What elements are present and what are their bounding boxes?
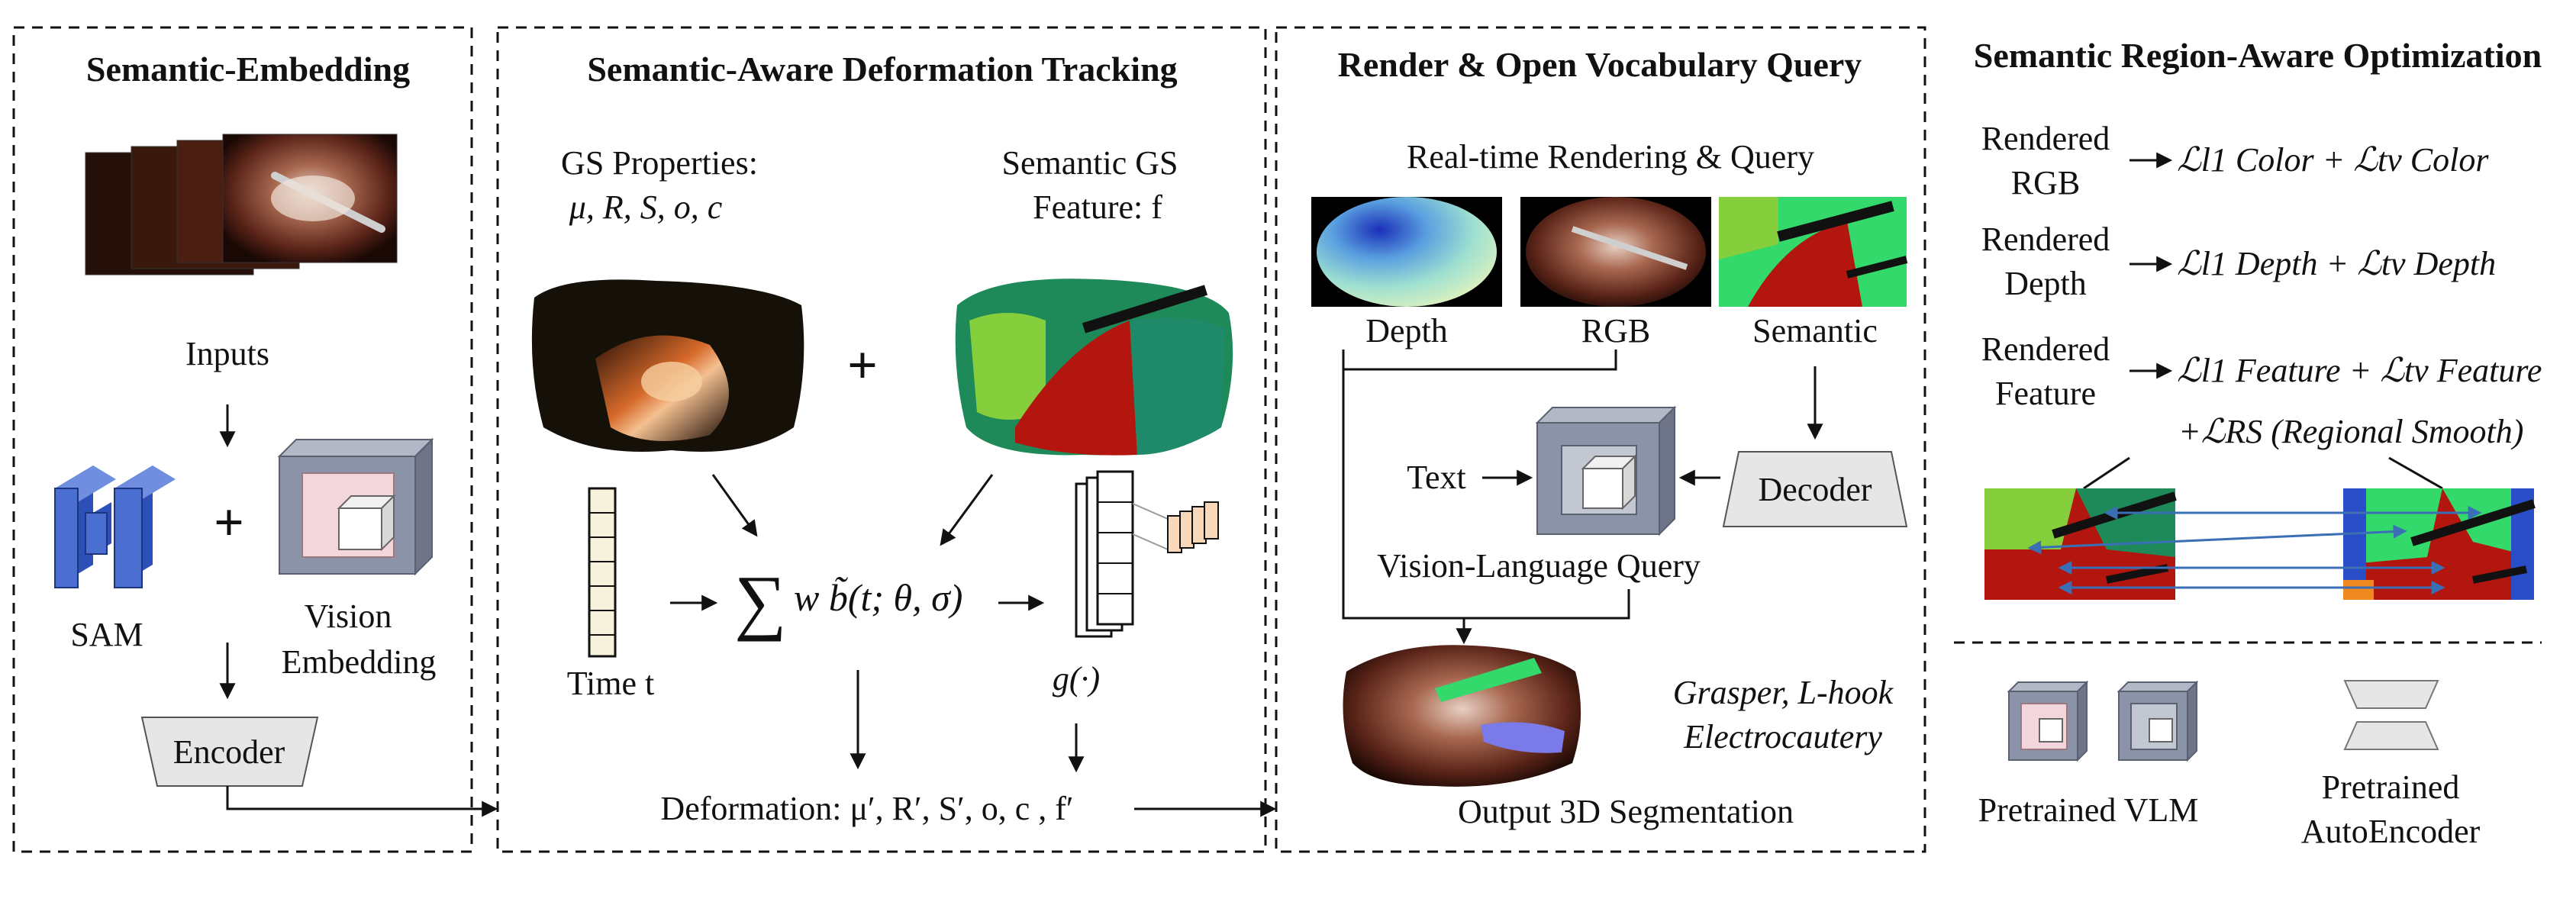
feature-loss: ℒl1 Feature + ℒtv Feature	[2177, 352, 2542, 389]
feature-map-right	[2343, 488, 2536, 600]
rgb-label: RGB	[1581, 312, 1650, 350]
render-subtitle: Real-time Rendering & Query	[1407, 138, 1814, 176]
render-to-output-arrow	[1342, 369, 1472, 645]
legend-vlm-label: Pretrained VLM	[1978, 791, 2199, 829]
encoder-shape	[140, 717, 319, 787]
rendered-feature-line1: Rendered	[1981, 330, 2110, 368]
region-correspondence-arrows	[2027, 506, 2482, 594]
semantic-image	[1719, 197, 1908, 307]
decoder-label: Decoder	[1758, 471, 1872, 508]
decoder-shape	[1722, 451, 1908, 527]
rendered-rgb-line1: Rendered	[1981, 120, 2110, 157]
legend-ae-line1: Pretrained	[2322, 768, 2460, 806]
g-network-icon	[1075, 470, 1219, 638]
tracking-plus-sign: +	[847, 337, 878, 395]
vlq-label: Vision-Language Query	[1377, 547, 1701, 585]
sem-gs-line2: Feature: f	[1033, 188, 1162, 226]
tracking-title: Semantic-Aware Deformation Tracking	[587, 50, 1177, 89]
callout-line-right	[2388, 456, 2443, 490]
gs-to-sum-arrow	[711, 474, 758, 537]
rendered-feature-line2: Feature	[1995, 375, 2096, 412]
legend-autoencoder-icon	[2343, 680, 2439, 750]
optimization-title: Semantic Region-Aware Optimization	[1974, 36, 2542, 75]
classes-line1: Grasper, L-hook	[1673, 674, 1894, 711]
gs-pointcloud-image	[531, 279, 804, 452]
callout-line-left	[2083, 456, 2130, 490]
sum-formula: w b̃(t; θ, σ)	[794, 576, 962, 619]
sam-label: SAM	[70, 616, 143, 653]
rgb-image	[1520, 197, 1711, 307]
panel-tracking-border	[496, 26, 1267, 853]
sam-network-icon	[54, 465, 176, 588]
legend-ae-line2: AutoEncoder	[2301, 813, 2481, 850]
g-label: g(·)	[1053, 660, 1100, 697]
vision-label-line1: Vision	[305, 598, 392, 635]
sum-symbol: ∑	[734, 560, 786, 642]
rs-loss: +ℒRS (Regional Smooth)	[2178, 413, 2523, 450]
vision-embedding-icon	[277, 437, 434, 576]
embedding-title: Semantic-Embedding	[86, 50, 410, 89]
depth-rgb-junction-line	[1342, 350, 1617, 371]
legend-vlm-icon-pink	[2007, 680, 2089, 762]
sem-gs-line1: Semantic GS	[1002, 144, 1178, 182]
rgb-loss: ℒl1 Color + ℒtv Color	[2177, 141, 2489, 179]
time-label: Time t	[567, 665, 655, 702]
depth-loss: ℒl1 Depth + ℒtv Depth	[2177, 245, 2496, 282]
render-title: Render & Open Vocabulary Query	[1338, 45, 1862, 84]
embed-plus-sign: +	[214, 494, 244, 552]
encoder-label: Encoder	[173, 733, 285, 771]
vlq-to-output-line	[1464, 589, 1630, 620]
encoder-to-tracking-arrow	[226, 786, 498, 817]
panel-render-border	[1275, 26, 1926, 853]
semgs-to-sum-arrow	[940, 474, 994, 546]
deformation-label: Deformation: μ′, R′, S′, o, c , f′	[660, 790, 1073, 827]
depth-image	[1311, 197, 1502, 307]
vision-label-line2: Embedding	[282, 643, 437, 681]
depth-label: Depth	[1365, 312, 1448, 350]
semantic-gs-image	[955, 279, 1233, 456]
rendered-depth-line2: Depth	[2004, 265, 2087, 302]
gs-props-line1: GS Properties:	[561, 144, 758, 182]
output-segmentation-image	[1343, 645, 1581, 787]
time-embedding-strip	[588, 487, 617, 658]
text-label: Text	[1407, 459, 1466, 496]
panel-embedding-border	[12, 26, 473, 853]
classes-line2: Electrocautery	[1683, 718, 1882, 755]
semantic-label: Semantic	[1752, 312, 1878, 350]
output-label: Output 3D Segmentation	[1458, 793, 1794, 830]
rendered-depth-line1: Rendered	[1981, 221, 2110, 258]
legend-vlm-icon-gray	[2117, 680, 2199, 762]
rendered-rgb-line2: RGB	[2011, 164, 2080, 201]
inputs-label: Inputs	[185, 335, 269, 372]
gs-props-line2: μ, R, S, o, c	[569, 188, 723, 226]
vlq-icon	[1535, 405, 1677, 536]
feature-map-left	[1984, 488, 2177, 600]
input-frames-image	[85, 134, 398, 275]
